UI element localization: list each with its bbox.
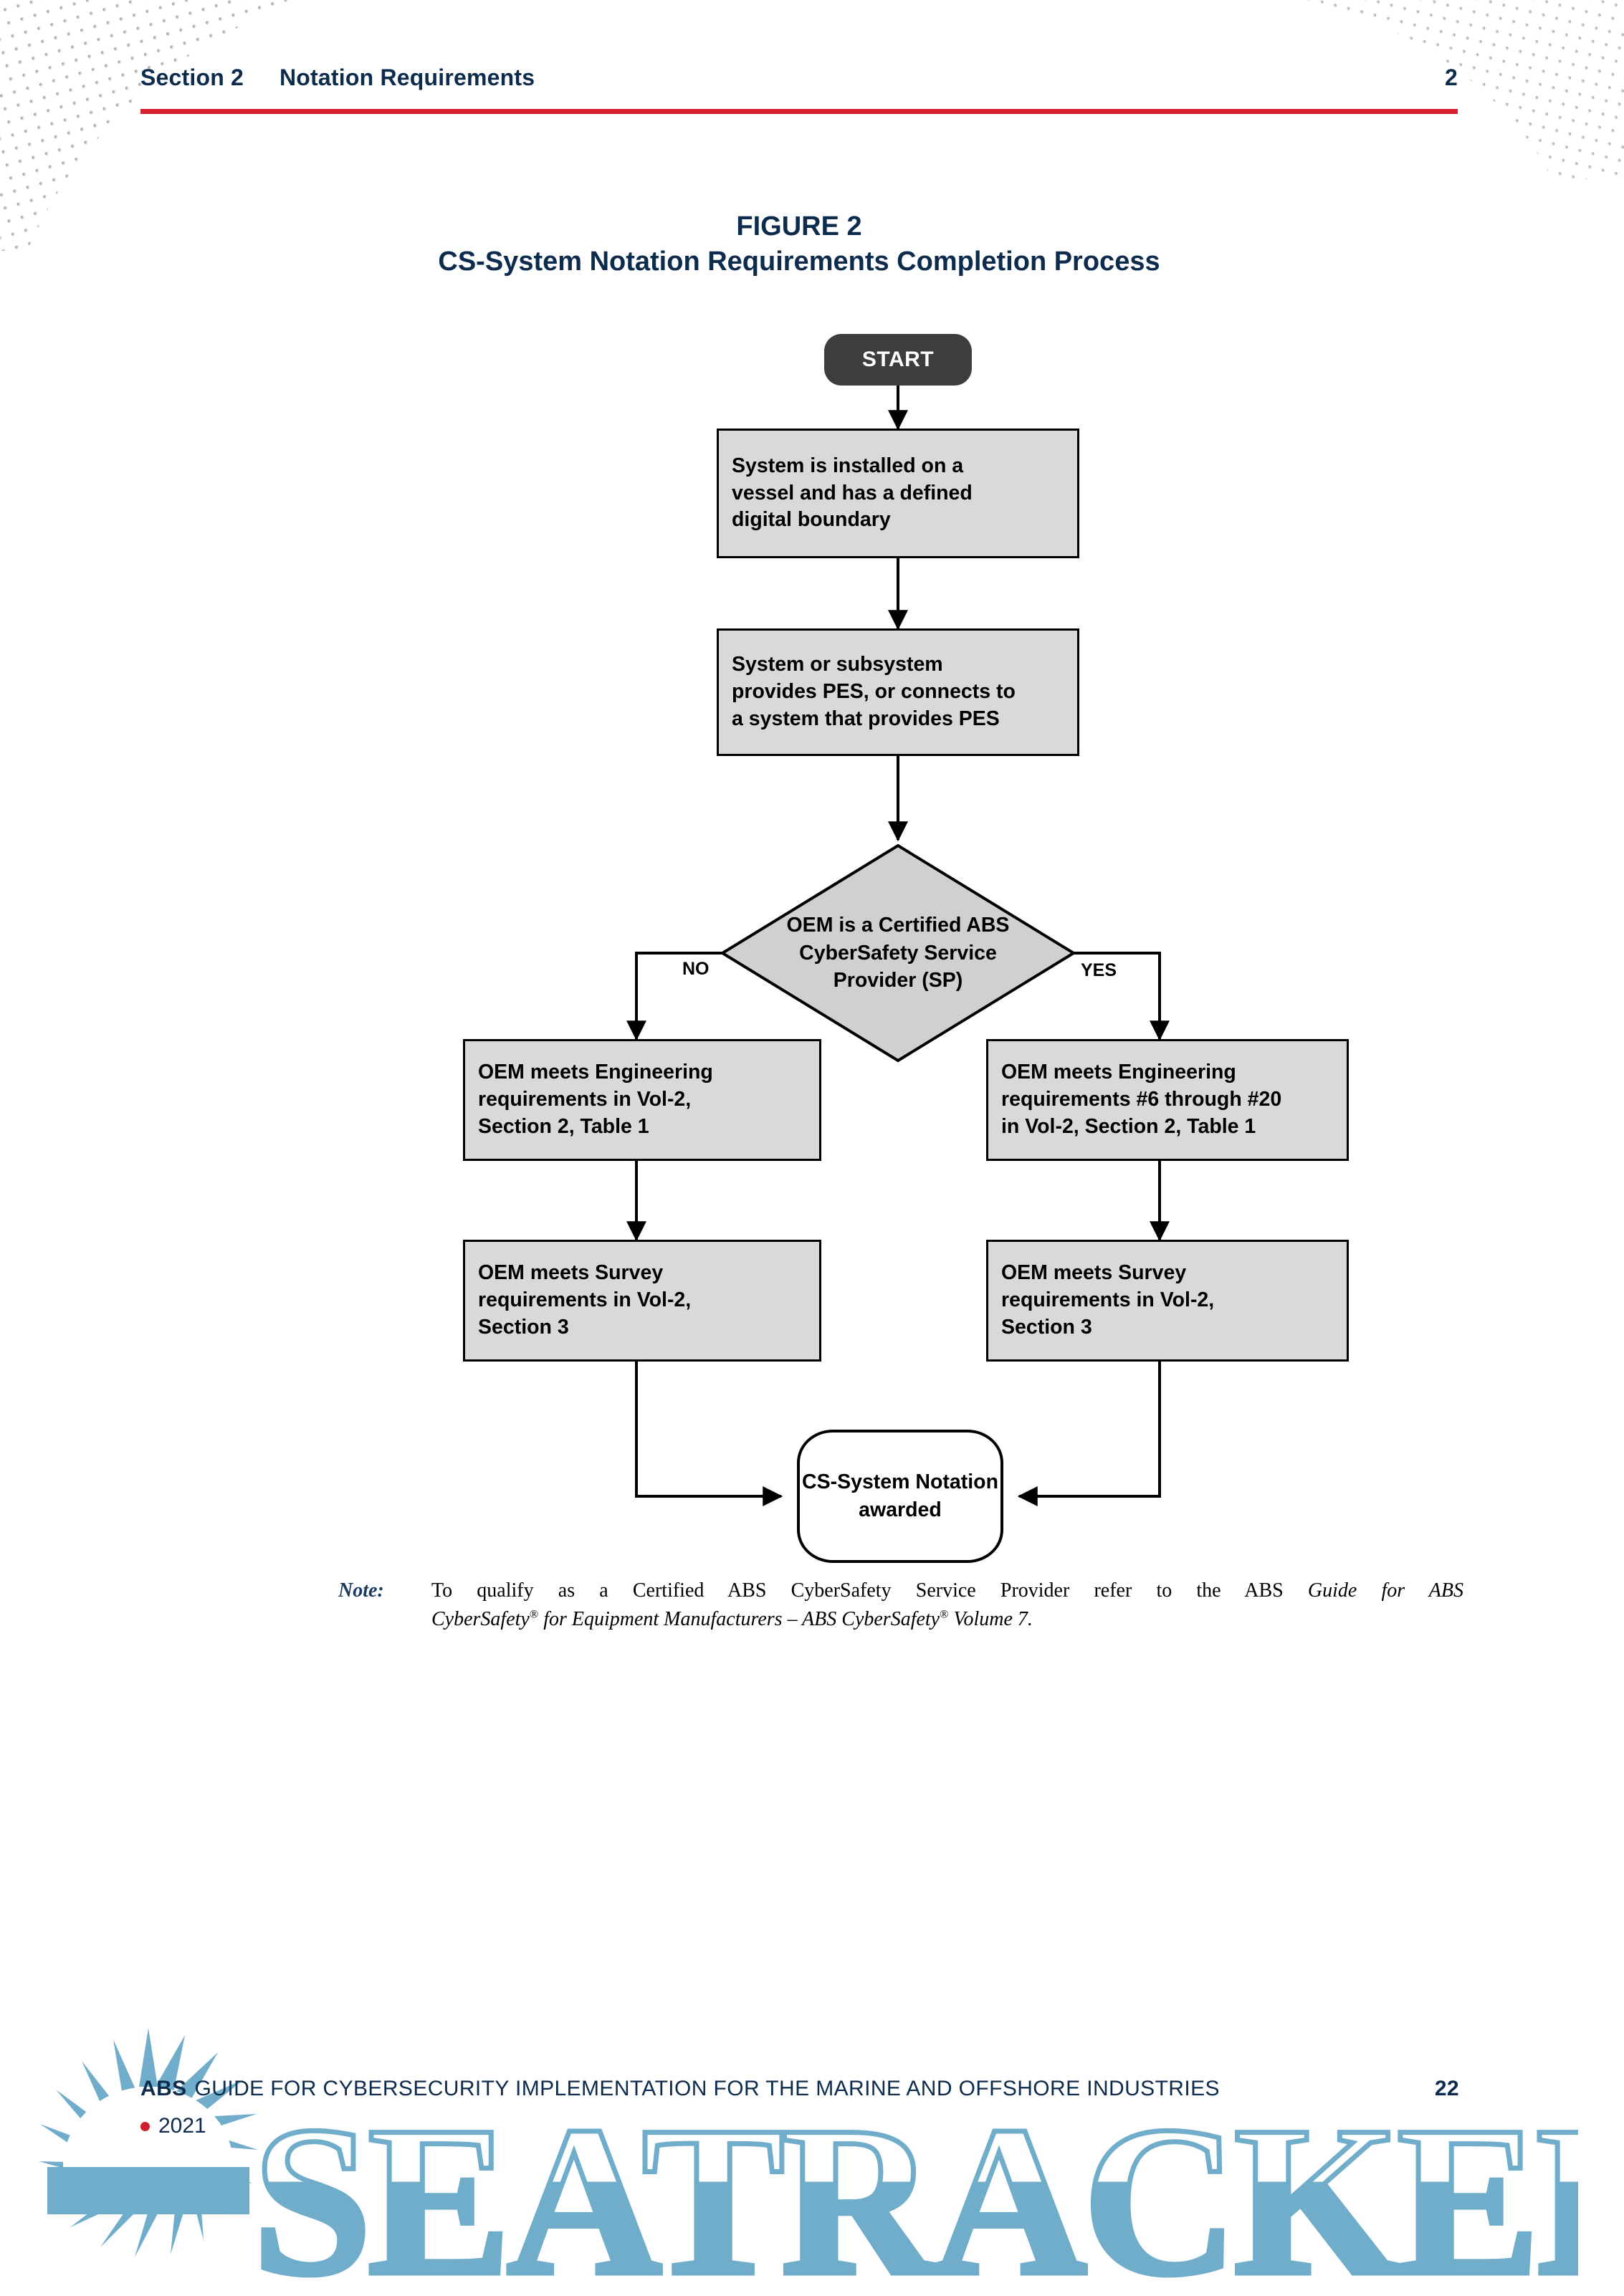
n2-line3: a system that provides PES [732,707,1000,730]
note-label: Note: [338,1579,384,1602]
note-line-1: To qualify as a Certified ABS CyberSafet… [431,1577,1463,1605]
footer-guide-title: GUIDE FOR CYBERSECURITY IMPLEMENTATION F… [194,2077,1220,2100]
flow-node-decision-oem-certified[interactable]: OEM is a Certified ABS CyberSafety Servi… [722,846,1074,1061]
flow-node-notation-awarded[interactable]: CS-System Notation awarded [797,1430,1003,1563]
registered-mark-2: ® [940,1607,949,1621]
figure-title-block: FIGURE 2 CS-System Notation Requirements… [140,209,1458,279]
n2-line1: System or subsystem [732,653,943,676]
note-text-italic-2a: CyberSafety [431,1607,530,1630]
note-body: To qualify as a Certified ABS CyberSafet… [431,1577,1463,1634]
n4-line1: OEM meets Engineering [1001,1061,1236,1084]
note-line-2: CyberSafety® for Equipment Manufacturers… [431,1605,1463,1634]
branch-label-no: NO [682,959,710,979]
decision-line1: OEM is a [786,913,873,937]
connector-decision-no [626,952,722,1041]
n6-line2: requirements in Vol-2, [1001,1288,1215,1312]
n2-line2: provides PES, or connects to [732,680,1016,704]
abs-sunburst-logo [39,2028,258,2257]
note-text-italic-2b: for Equipment Manufacturers – ABS CyberS… [538,1607,940,1630]
decision-line4: Provider (SP) [833,969,963,992]
n5-line1: OEM meets Survey [478,1261,664,1285]
header-section-number: 2 [231,64,244,90]
footer-title-row: ABS GUIDE FOR CYBERSECURITY IMPLEMENTATI… [140,2077,1459,2101]
decision-line3: CyberSafety Service [799,941,997,965]
decision-diamond-shape [720,843,1076,1063]
header-row: Section 2 Notation Requirements 2 [140,64,1458,91]
footer-year: 2021 [158,2114,206,2138]
branch-label-yes: YES [1081,960,1117,980]
connector-decision-yes [1074,952,1170,1041]
connector-n6-to-end [1017,1362,1161,1506]
n3-line3: Section 2, Table 1 [478,1114,649,1138]
flow-node-start[interactable]: START [824,334,972,386]
n6-line3: Section 3 [1001,1315,1092,1339]
header-rule [140,109,1458,114]
note-text-italic-1: Guide for ABS [1307,1579,1463,1602]
n5-line3: Section 3 [478,1315,569,1339]
flow-node-oem-engineering-yes[interactable]: OEM meets Engineering requirements #6 th… [986,1039,1349,1161]
connector-n5-to-end [635,1362,783,1506]
header-page-marker: 2 [1445,64,1458,90]
n1-line2: vessel and has a defined [732,481,973,504]
n6-line1: OEM meets Survey [1001,1261,1187,1285]
flow-node-oem-survey-no[interactable]: OEM meets Survey requirements in Vol-2, … [463,1240,821,1362]
note-text-italic-2c: Volume 7. [948,1607,1033,1630]
figure-note: Note: To qualify as a Certified ABS Cybe… [338,1577,1463,1634]
end-line2: Notation [915,1470,998,1494]
n3-line1: OEM meets Engineering [478,1061,713,1084]
red-dot-icon [140,2121,150,2131]
flow-node-oem-survey-yes[interactable]: OEM meets Survey requirements in Vol-2, … [986,1240,1349,1362]
n1-line3: digital boundary [732,508,891,532]
footer-abs-label: ABS [140,2077,187,2100]
decision-line2: Certified ABS [878,913,1010,937]
n5-line2: requirements in Vol-2, [478,1288,692,1312]
end-line3: awarded [859,1498,942,1521]
header-section-title: Notation Requirements [280,64,535,90]
note-text-plain: To qualify as a Certified ABS CyberSafet… [431,1579,1308,1602]
flow-node-provides-pes[interactable]: System or subsystem provides PES, or con… [717,628,1079,756]
figure-number: FIGURE 2 [736,211,862,241]
n1-line1: System is installed on a [732,454,964,477]
registered-mark-1: ® [529,1607,539,1621]
footer-page-number: 22 [1434,2077,1459,2100]
n4-line2: requirements #6 through #20 [1001,1088,1282,1111]
flow-node-system-installed[interactable]: System is installed on a vessel and has … [717,429,1079,558]
end-line1: CS-System [802,1470,910,1494]
header-section-label: Section [140,64,224,90]
n4-line3: in Vol-2, Section 2, Table 1 [1001,1114,1256,1138]
footer-year-row: 2021 [140,2114,206,2138]
figure-caption: CS-System Notation Requirements Completi… [438,246,1160,277]
n3-line2: requirements in Vol-2, [478,1088,692,1111]
page-header: Section 2 Notation Requirements 2 [140,64,1458,122]
flow-node-oem-engineering-no[interactable]: OEM meets Engineering requirements in Vo… [463,1039,821,1161]
flow-node-start-label: START [861,348,935,371]
